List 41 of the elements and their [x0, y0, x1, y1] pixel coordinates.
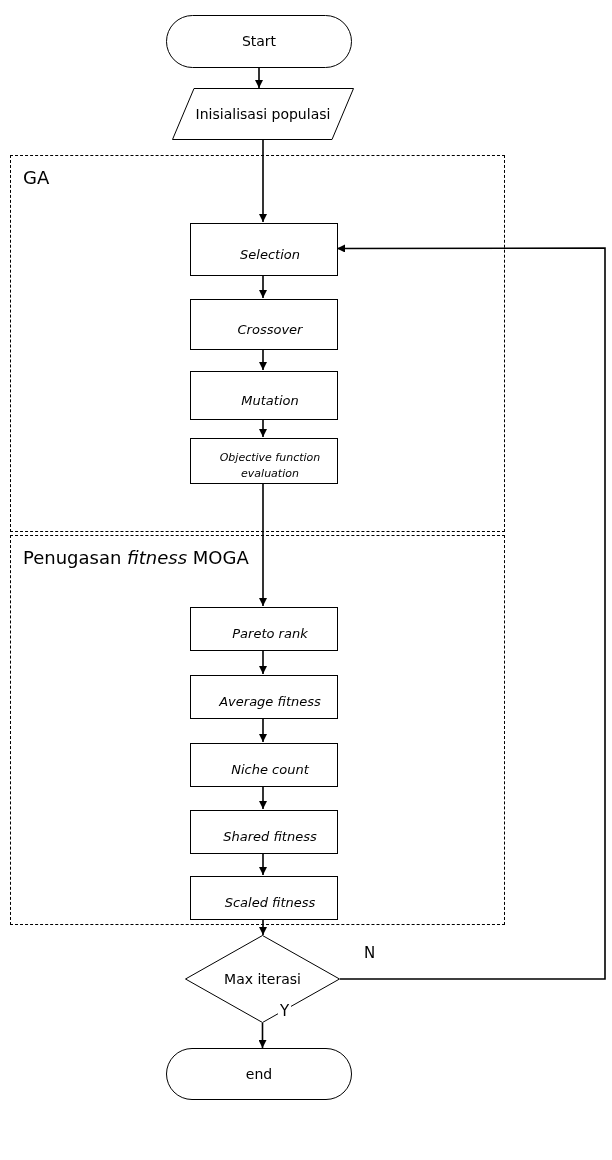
arrow	[259, 139, 267, 223]
node-label: Objective function evaluation	[218, 449, 322, 482]
node-label: Inisialisasi populasi	[195, 104, 331, 124]
process-box	[190, 223, 338, 276]
arrow	[255, 67, 263, 89]
node-label: Niche count	[231, 761, 309, 779]
group-region	[10, 535, 505, 925]
arrow	[336, 244, 606, 980]
process-box	[190, 438, 338, 484]
node-label: Start	[241, 32, 277, 51]
node-label: Max iterasi	[224, 969, 301, 989]
group-title: Penugasan fitness MOGA	[23, 546, 249, 570]
process-box	[190, 299, 338, 350]
arrow	[259, 717, 267, 743]
node-label: Mutation	[241, 391, 299, 410]
node-label: Pareto rank	[232, 625, 308, 643]
node-label: Scaled fitness	[224, 894, 316, 912]
node-label: end	[245, 1064, 273, 1084]
arrow	[259, 482, 267, 607]
group-title: GA	[23, 166, 50, 190]
process-box	[190, 607, 338, 651]
terminal-shape	[166, 1048, 352, 1100]
arrow	[258, 1022, 267, 1049]
node-label: Average fitness	[219, 693, 321, 711]
process-box	[190, 675, 338, 719]
arrow	[259, 348, 267, 371]
arrow	[259, 785, 267, 810]
arrow	[259, 852, 267, 876]
node-label: Selection	[240, 245, 300, 264]
node-label: Crossover	[237, 320, 303, 339]
node-label: Shared fitness	[223, 828, 317, 846]
arrow	[259, 649, 267, 675]
terminal-shape	[166, 15, 352, 68]
process-box	[190, 371, 338, 420]
arrow	[259, 918, 267, 936]
process-box	[190, 743, 338, 787]
arrow	[259, 274, 267, 299]
group-region	[10, 155, 505, 532]
process-box	[190, 876, 338, 920]
arrow	[259, 418, 267, 438]
process-box	[190, 810, 338, 854]
